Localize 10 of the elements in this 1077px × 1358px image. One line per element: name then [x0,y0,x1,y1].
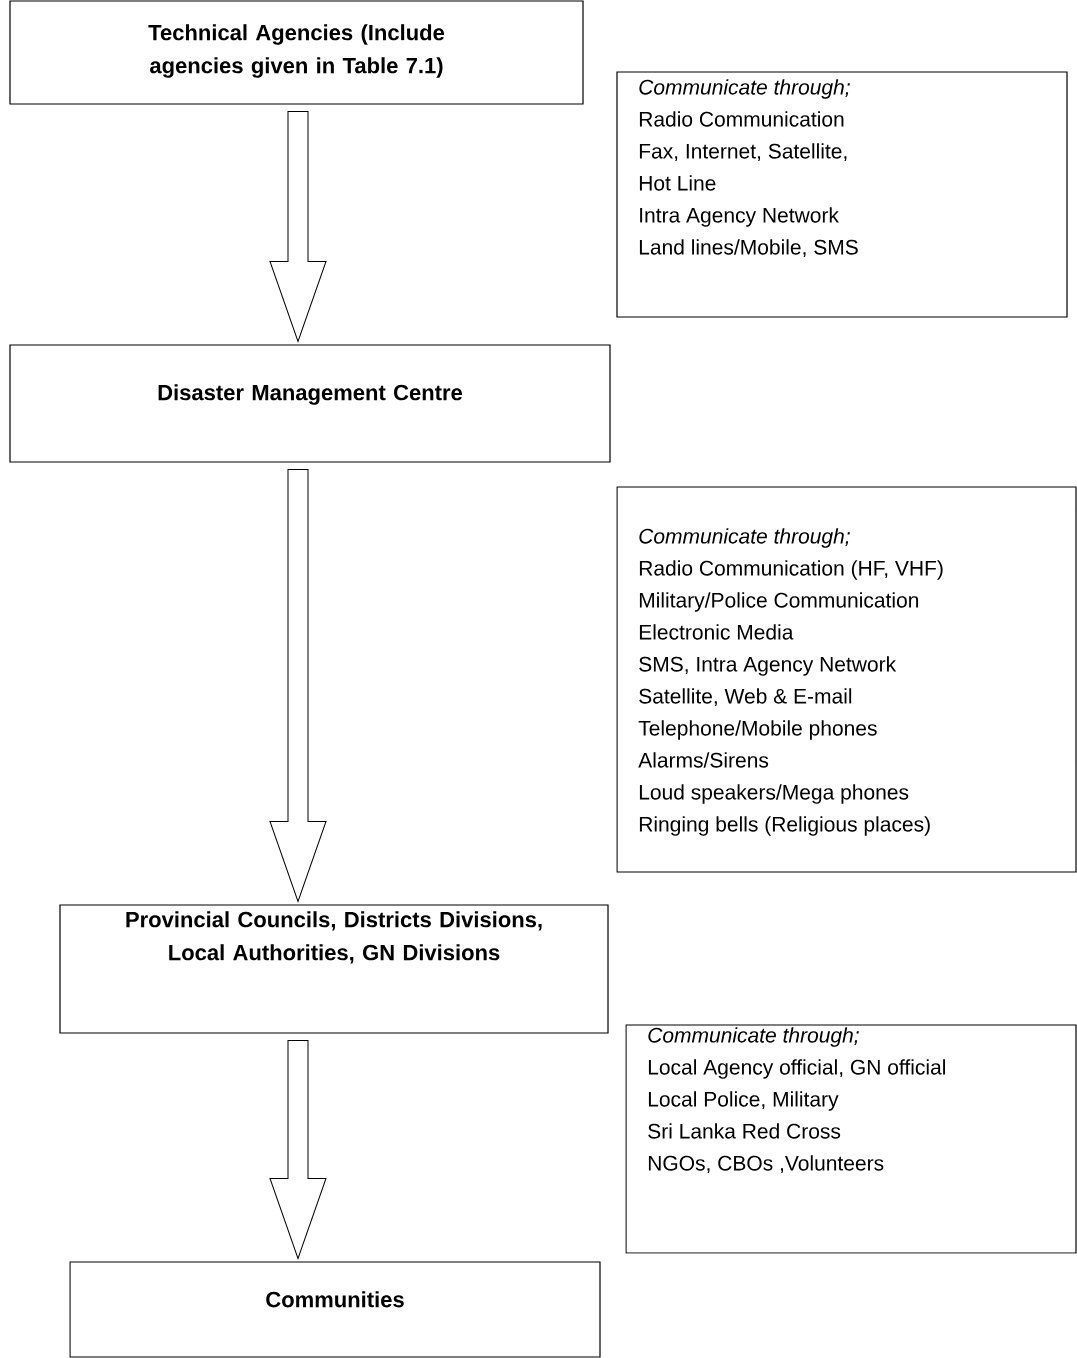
note-box: Communicate through; Radio Communication (HF, VHF) Military/Police Communication Electronic Media SMS, Intra Agency Network Satellite, Web & E-mail Telephone/Mobile phones Alarms/Sirens Loud speakers/Mega phones Ringing bells (Religious places) [616,486,1077,873]
note-box: Communicate through; Local Agency official, GN official Local Police, Military Sri Lanka Red Cross NGOs, CBOs ,Volunteers [625,1024,1077,1254]
process-box: Technical Agencies (Include agencies given in Table 7.1) [9,0,584,105]
process-box: Provincial Councils, Districts Divisions, Local Authorities, GN Divisions [59,904,609,1034]
process-box: Disaster Management Centre [9,344,611,463]
block-arrow [269,1040,327,1259]
block-arrow [269,469,327,902]
note-box: Communicate through; Radio Communication Fax, Internet, Satellite, Hot Line Intra Agency Network Land lines/Mobile, SMS [616,71,1068,318]
process-box: Communities [69,1261,601,1358]
block-arrow [269,111,327,342]
